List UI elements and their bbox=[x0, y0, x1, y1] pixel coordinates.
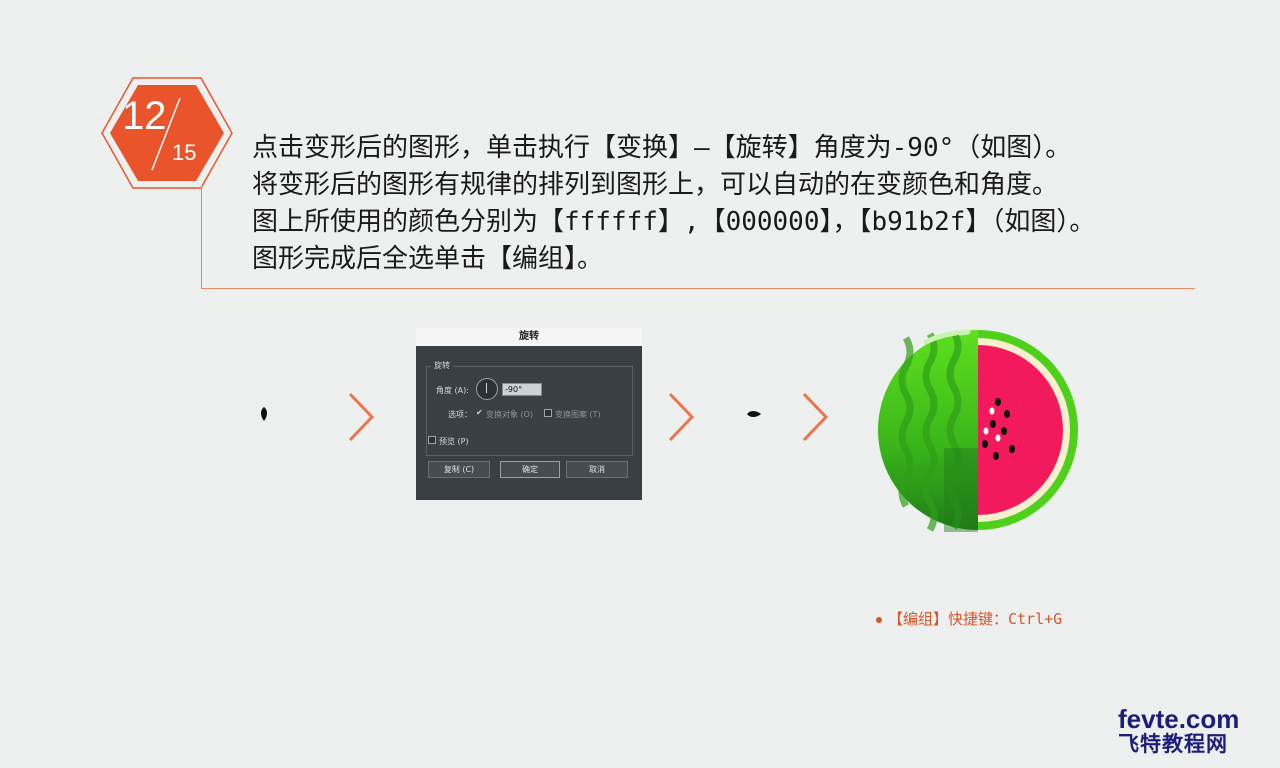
angle-dial[interactable] bbox=[476, 378, 498, 400]
rotate-group: 旋转 bbox=[426, 360, 633, 456]
dialog-title: 旋转 bbox=[416, 328, 642, 346]
angle-label: 角度 (A): bbox=[436, 386, 469, 395]
logo-name: 飞特教程网 bbox=[1118, 732, 1228, 756]
bullet-icon bbox=[876, 616, 882, 623]
instruction-line: 点击变形后的图形，单击执行【变换】—【旋转】角度为-90°（如图）。 bbox=[252, 133, 1072, 163]
frame-line-vertical bbox=[201, 186, 202, 289]
rotate-dialog: 旋转 旋转 角度 (A): -90° 选项： ✔ 变换对象 (O) 变换图案 (… bbox=[416, 328, 642, 500]
transform-patterns-checkbox[interactable] bbox=[544, 409, 552, 417]
cancel-button[interactable]: 取消 bbox=[566, 461, 628, 478]
angle-input[interactable]: -90° bbox=[502, 383, 542, 396]
transform-objects-label: 变换对象 (O) bbox=[486, 410, 534, 419]
instruction-line: 将变形后的图形有规律的排列到图形上，可以自动的在变颜色和角度。 bbox=[252, 170, 1059, 200]
chevron-right-icon bbox=[348, 392, 375, 442]
preview-checkbox[interactable] bbox=[428, 436, 436, 444]
instruction-line: 图形完成后全选单击【编组】。 bbox=[252, 244, 604, 274]
logo-domain: fevte.com bbox=[1118, 704, 1240, 734]
watermelon-illustration bbox=[878, 329, 1078, 532]
ok-button[interactable]: 确定 bbox=[500, 461, 560, 478]
site-logo: fevte.com 飞特教程网 bbox=[1118, 706, 1268, 756]
hexagon-shape bbox=[101, 77, 233, 189]
rotated-seed-icon bbox=[747, 411, 761, 417]
group-label: 旋转 bbox=[431, 360, 453, 371]
chevron-right-icon bbox=[668, 392, 695, 442]
transform-patterns-label: 变换图案 (T) bbox=[555, 410, 601, 419]
copy-button[interactable]: 复制 (C) bbox=[428, 461, 490, 478]
step-badge: 12 15 bbox=[100, 76, 234, 190]
options-label: 选项： bbox=[448, 410, 472, 419]
seed-shape-icon bbox=[261, 407, 267, 421]
shortcut-tip-text: 【编组】快捷键：Ctrl+G bbox=[888, 610, 1063, 628]
chevron-right-icon bbox=[802, 392, 829, 442]
shortcut-tip: 【编组】快捷键：Ctrl+G bbox=[876, 608, 1062, 629]
preview-label: 预览 (P) bbox=[439, 437, 469, 446]
instructions: 点击变形后的图形，单击执行【变换】—【旋转】角度为-90°（如图）。 将变形后的… bbox=[252, 130, 1262, 278]
check-icon[interactable]: ✔ bbox=[476, 408, 483, 417]
instruction-line: 图上所使用的颜色分别为【ffffff】,【000000】，【b91b2f】（如图… bbox=[252, 207, 1096, 237]
step-current: 12 bbox=[122, 94, 167, 138]
step-total: 15 bbox=[172, 140, 197, 165]
frame-line-horizontal bbox=[201, 288, 1195, 289]
